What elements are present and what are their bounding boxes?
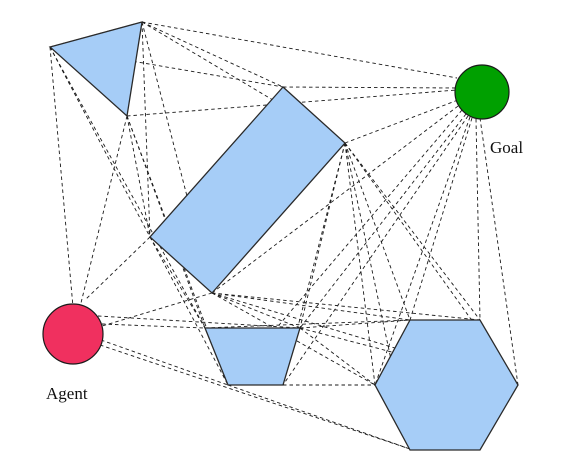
edge: [374, 116, 471, 386]
edge: [344, 99, 459, 144]
edge: [99, 344, 411, 450]
edge: [211, 99, 467, 294]
edge: [49, 46, 151, 238]
edge: [299, 319, 411, 329]
edge: [282, 115, 469, 386]
edge: [211, 292, 481, 321]
edge: [344, 142, 411, 321]
edge: [100, 339, 229, 386]
edge: [141, 21, 284, 88]
goal-node: [454, 64, 510, 120]
hexagon-obstacle: [374, 319, 519, 451]
agent-node: [42, 303, 104, 365]
edge: [97, 315, 301, 329]
edge: [101, 323, 206, 329]
edge: [299, 142, 346, 329]
obstacles: [48, 21, 519, 451]
edge: [211, 292, 411, 321]
goal-label: Goal: [490, 138, 523, 157]
edge: [49, 46, 74, 308]
agent-label: Agent: [46, 384, 88, 403]
edge: [475, 118, 481, 321]
edge: [141, 21, 213, 294]
edge: [299, 327, 376, 386]
edge: [344, 142, 376, 386]
edge: [211, 292, 519, 386]
edge: [211, 292, 301, 329]
edge: [344, 142, 481, 321]
rectangle-obstacle: [149, 86, 346, 294]
edge: [79, 115, 128, 308]
edge: [149, 236, 229, 386]
edge: [126, 115, 151, 238]
edge: [101, 292, 213, 327]
trapezoid-obstacle: [204, 327, 301, 386]
edge: [49, 46, 206, 329]
edge: [141, 21, 458, 79]
edge: [204, 319, 411, 329]
edge: [149, 236, 206, 329]
triangle-obstacle: [48, 21, 143, 118]
edge: [409, 117, 473, 321]
edge: [141, 21, 151, 238]
edge: [84, 236, 151, 301]
edge: [282, 86, 458, 89]
